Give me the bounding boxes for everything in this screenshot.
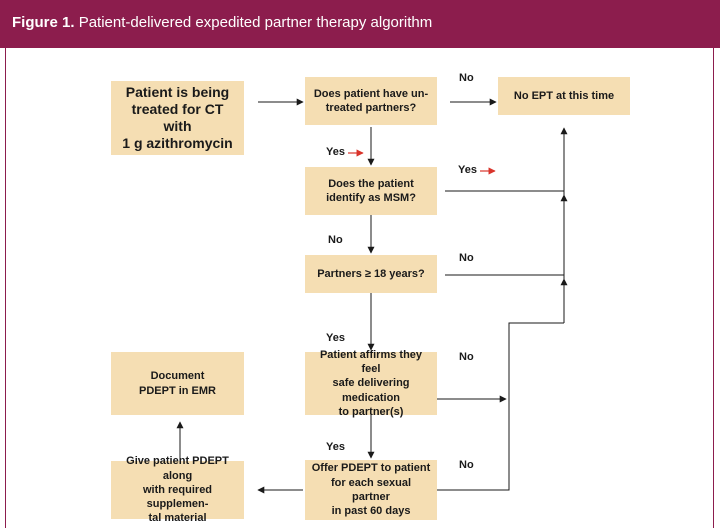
figure-header: Figure 1. Patient-delivered expedited pa…: [0, 0, 720, 48]
no-ept-box: No EPT at this time: [498, 77, 630, 115]
label-q2-no: No: [328, 234, 343, 246]
figure-label: Figure 1.: [12, 14, 75, 31]
label-q3-no: No: [459, 252, 474, 264]
question-untreated-partners: Does patient have un- treated partners?: [305, 77, 437, 125]
start-box: Patient is being treated for CT with 1 g…: [111, 81, 244, 155]
label-q4-yes: Yes: [326, 441, 345, 453]
give-pdept-box: Give patient PDEPT along with required s…: [111, 455, 244, 524]
figure-title: Figure 1. Patient-delivered expedited pa…: [12, 14, 432, 31]
label-q1-no: No: [459, 72, 474, 84]
line-offer-loop: [437, 322, 564, 491]
label-q4-no: No: [459, 351, 474, 363]
figure-frame: [5, 48, 714, 528]
question-partners-age: Partners ≥ 18 years?: [305, 255, 437, 293]
label-q3-yes: Yes: [326, 332, 345, 344]
label-q2-yes: Yes: [458, 164, 477, 176]
figure-caption: Patient-delivered expedited partner ther…: [78, 14, 433, 31]
document-pdept-box: Document PDEPT in EMR: [111, 352, 244, 415]
label-q1-yes: Yes: [326, 146, 345, 158]
question-safe-delivering: Patient affirms they feel safe deliverin…: [305, 349, 437, 418]
label-offer-no: No: [459, 459, 474, 471]
offer-pdept-box: Offer PDEPT to patient for each sexual p…: [305, 460, 437, 520]
question-msm: Does the patient identify as MSM?: [305, 167, 437, 215]
